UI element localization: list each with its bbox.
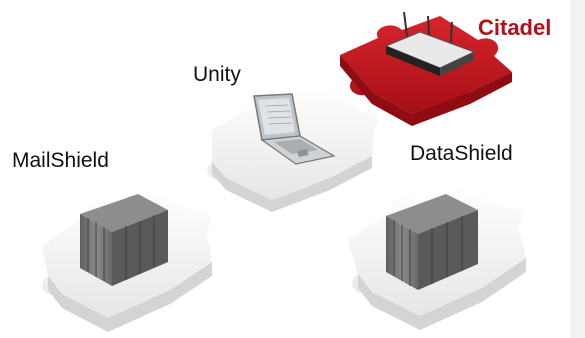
router-icon [384, 11, 476, 76]
server-rack-icon [80, 194, 168, 286]
mailshield-label: MailShield [12, 149, 109, 172]
unity-label: Unity [193, 63, 241, 86]
citadel-label: Citadel [478, 15, 552, 40]
edge-shadow [570, 0, 585, 338]
datashield-label: DataShield [410, 142, 513, 165]
server-rack-icon [386, 194, 478, 290]
laptop-icon [253, 93, 336, 165]
